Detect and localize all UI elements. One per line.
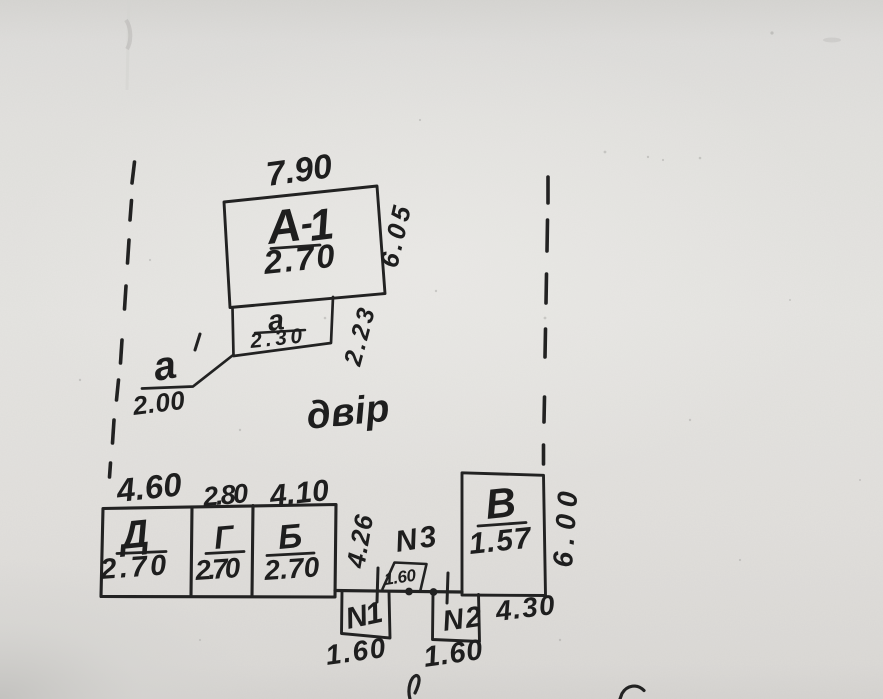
svg-text:4.30: 4.30 <box>493 589 557 627</box>
svg-text:4.10: 4.10 <box>267 474 330 513</box>
svg-text:двір: двір <box>304 387 391 438</box>
svg-text:В: В <box>483 478 518 528</box>
svg-text:1.60: 1.60 <box>383 566 418 589</box>
svg-text:-: - <box>298 202 315 244</box>
svg-text:1: 1 <box>306 199 336 251</box>
svg-text:2.70: 2.70 <box>193 552 241 586</box>
svg-text:7.90: 7.90 <box>264 147 335 194</box>
svg-text:N1: N1 <box>343 596 386 636</box>
svg-text:Б: Б <box>276 517 303 557</box>
svg-text:Г: Г <box>212 518 236 556</box>
svg-text:2.70: 2.70 <box>98 549 167 586</box>
svg-text:6.00: 6.00 <box>547 490 583 568</box>
svg-text:А: А <box>263 197 304 254</box>
svg-text:а: а <box>266 304 286 338</box>
svg-text:2.70: 2.70 <box>262 551 320 586</box>
svg-text:2.80: 2.80 <box>201 478 249 512</box>
svg-text:2.30: 2.30 <box>248 325 303 353</box>
svg-text:2.70: 2.70 <box>261 237 337 281</box>
svg-text:2.00: 2.00 <box>130 385 187 421</box>
svg-text:Д: Д <box>115 512 150 558</box>
svg-text:4.60: 4.60 <box>114 465 184 509</box>
svg-text:1.57: 1.57 <box>467 522 533 561</box>
